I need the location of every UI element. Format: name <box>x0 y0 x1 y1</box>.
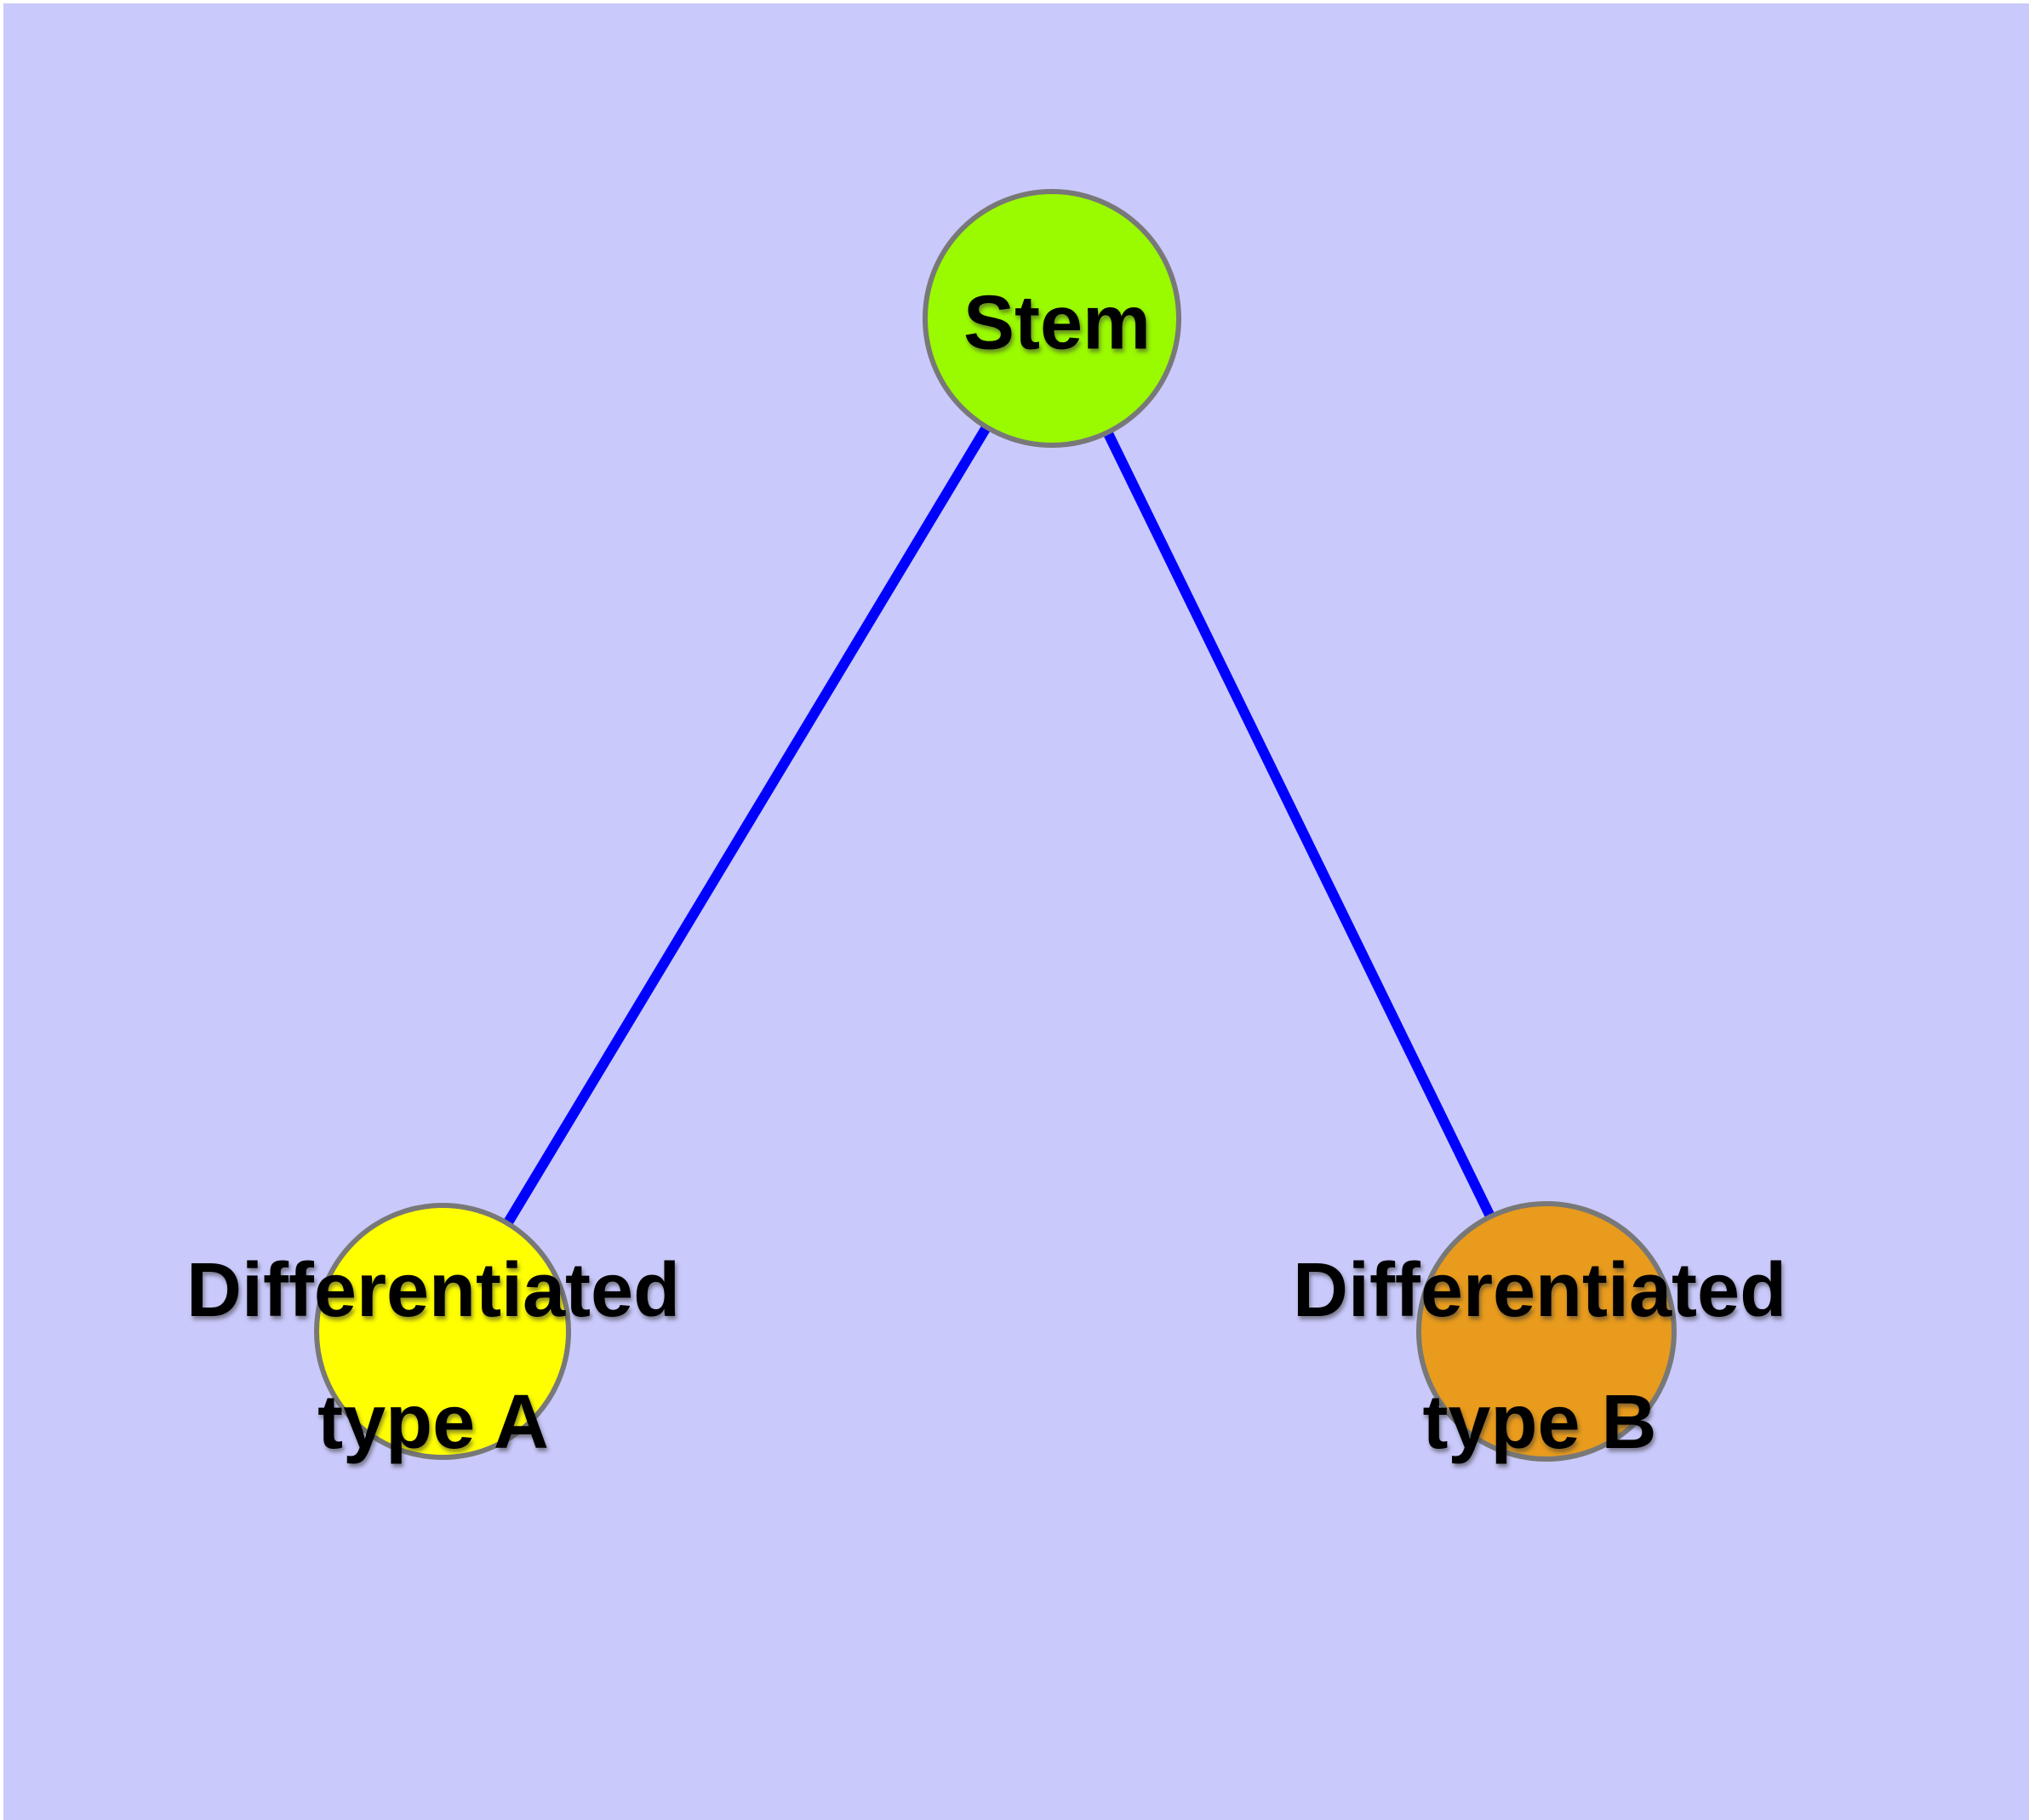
node-type-b-circle <box>1416 1201 1677 1462</box>
diagram-canvas: Stem Differentiated type A Differentiate… <box>3 3 2029 1820</box>
node-type-b-label-line2: type B <box>1422 1380 1657 1465</box>
node-stem-circle <box>923 189 1181 448</box>
edge-stem-to-type-b <box>1047 316 1552 1334</box>
graph-svg <box>314 189 1677 1462</box>
node-stem-label: Stem <box>963 258 1151 390</box>
node-stem-label-text: Stem <box>963 280 1152 366</box>
node-type-a-circle <box>314 1203 571 1460</box>
edge-stem-to-type-a <box>437 315 1057 1335</box>
node-type-a-label: Differentiated type A <box>186 1225 680 1489</box>
node-type-a-label-line1: Differentiated <box>186 1248 681 1333</box>
node-type-a-label-line2: type A <box>317 1380 549 1465</box>
node-type-b-label-line1: Differentiated <box>1292 1248 1787 1333</box>
node-type-b-label: Differentiated type B <box>1293 1225 1786 1489</box>
